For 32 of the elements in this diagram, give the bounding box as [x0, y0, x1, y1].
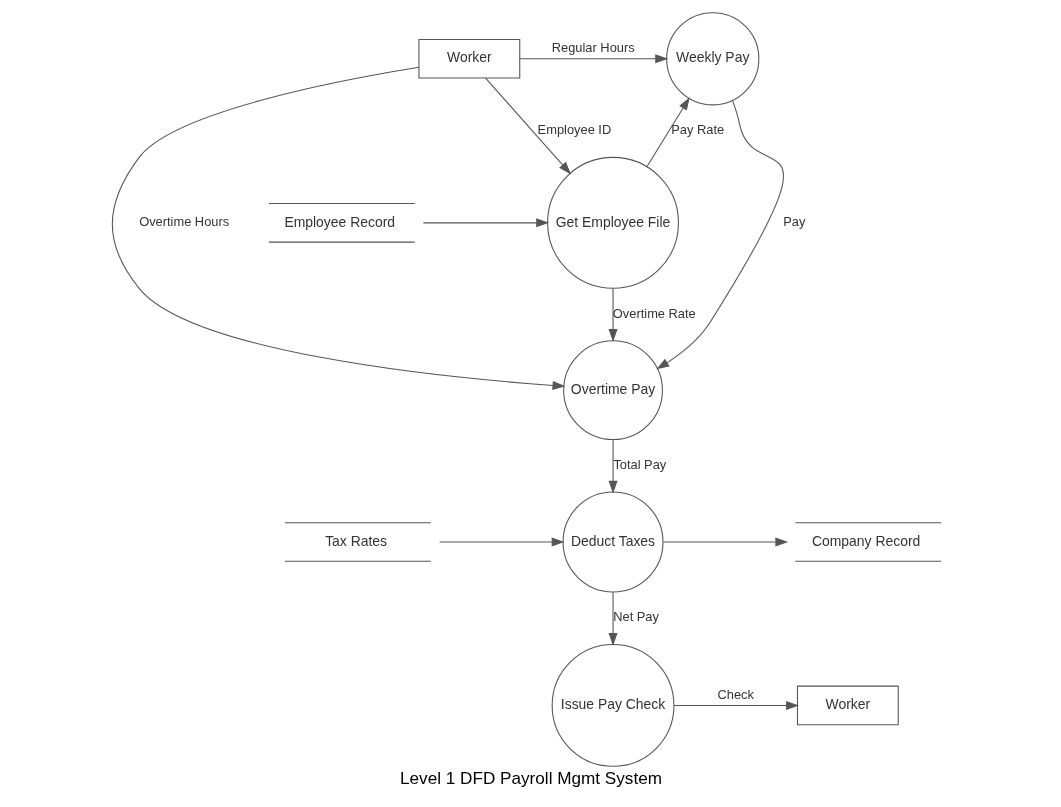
node-circle: Overtime Pay: [562, 340, 663, 441]
node-circle: Weekly Pay: [665, 12, 759, 106]
arrow: [655, 100, 784, 370]
caption: Level 1 DFD Payroll Mgmt System: [399, 768, 662, 789]
node-box: Worker: [417, 38, 520, 79]
edge-label: Pay Rate: [670, 122, 724, 138]
arrow: [518, 54, 668, 64]
edge-label: Regular Hours: [551, 39, 635, 55]
arrow: [438, 537, 565, 547]
arrow: [484, 77, 571, 175]
node-box: Worker: [796, 685, 899, 726]
arrow: [673, 700, 799, 710]
arrow: [608, 288, 618, 342]
node-circle: Deduct Taxes: [562, 491, 664, 593]
arrow: [422, 218, 549, 228]
arrow: [111, 66, 565, 390]
node-text: Tax Rates: [324, 532, 387, 549]
node-text: Employee Record: [283, 213, 395, 230]
edge-label: Total Pay: [612, 457, 666, 473]
edge-label: Overtime Hours: [138, 214, 229, 230]
edge-label: Check: [717, 686, 754, 702]
edge-label: Pay: [782, 214, 805, 230]
arrow: [645, 97, 690, 168]
edge-label: Net Pay: [612, 609, 659, 625]
node-text: Company Record: [811, 532, 920, 549]
arrow: [662, 537, 788, 547]
edge-label: Employee ID: [537, 122, 611, 138]
arrow: [608, 439, 618, 494]
arrow: [608, 591, 618, 646]
node-circle: Issue Pay Check: [551, 644, 674, 767]
edge-label: Overtime Rate: [612, 305, 696, 321]
node-circle: Get Employee File: [546, 156, 679, 289]
